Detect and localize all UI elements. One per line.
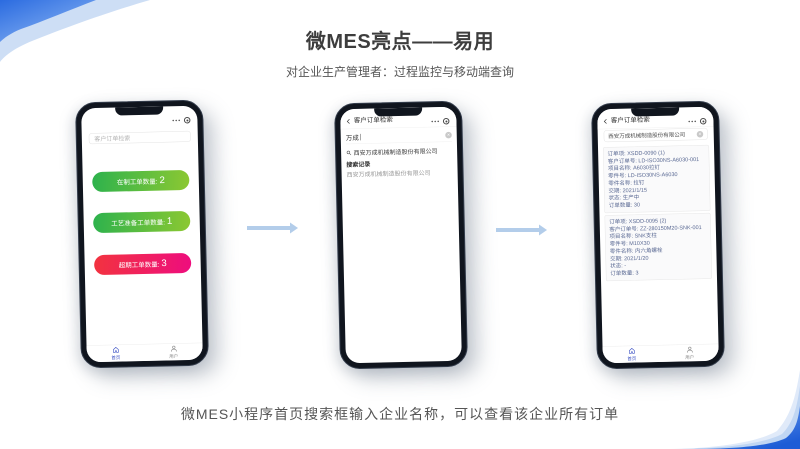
more-icon[interactable]: [688, 120, 696, 123]
capsule-circle-icon[interactable]: [699, 117, 707, 125]
decoration-bottom-right: [664, 370, 800, 449]
page-title: 微MES亮点——易用: [305, 31, 495, 53]
button-label: 工艺准备工单数量:: [111, 218, 166, 227]
search-suggestion[interactable]: 西安万成机械制造股份有限公司: [346, 145, 452, 158]
overdue-orders-button[interactable]: 超期工单数量: 3: [93, 252, 192, 276]
tab-home-label: 首页: [627, 356, 637, 362]
button-value: 1: [166, 215, 173, 227]
phone-notch: [115, 106, 164, 116]
search-input[interactable]: 万成 ×: [345, 128, 452, 145]
wechat-capsule[interactable]: [431, 117, 450, 125]
tab-user[interactable]: 用户: [145, 343, 203, 361]
search-value: 西安万成机械制造股份有限公司: [608, 131, 686, 140]
search-history-item[interactable]: 西安万成机械制造股份有限公司: [346, 169, 431, 179]
wechat-capsule[interactable]: [688, 117, 707, 125]
order-field: 订单数量: 30: [608, 201, 641, 209]
search-input[interactable]: 客户订单检索: [88, 130, 191, 145]
text-cursor: [360, 133, 361, 141]
phone-mockup-search: 客户订单检索 万成 × 西安万成机械制造股份有限公司 搜索记录 西安万成机械制造…: [333, 100, 469, 370]
tab-home[interactable]: 首页: [87, 344, 145, 362]
process-prep-orders-button[interactable]: 工艺准备工单数量: 1: [93, 210, 191, 234]
suggestion-text: 西安万成机械制造股份有限公司: [353, 147, 438, 157]
order-card[interactable]: 订单项: XSDD-0090 (1) 客户订单号: LD-ISO30NS-A60…: [602, 144, 711, 214]
clear-icon[interactable]: ×: [445, 131, 452, 139]
search-history-title: 搜索记录: [346, 160, 371, 169]
search-value: 万成: [345, 133, 359, 142]
page-subtitle: 对企业生产管理者：过程监控与移动端查询: [285, 65, 514, 79]
user-icon: [170, 345, 177, 352]
more-icon[interactable]: [172, 119, 180, 122]
decoration-top-left: [0, 0, 150, 62]
tab-home-label: 首页: [111, 355, 121, 361]
tab-bar: 首页 用户: [602, 343, 719, 364]
search-placeholder: 客户订单检索: [94, 134, 131, 143]
user-icon: [686, 346, 693, 353]
phone-notch: [631, 107, 680, 117]
phone-mockup-orders: 客户订单检索 西安万成机械制造股份有限公司 × 订单项: XSDD-0090 (…: [590, 100, 726, 370]
phone-mockup-home: 客户订单检索 在制工单数量: 2 工艺准备工单数量: 1 超期工单数量: 3: [74, 99, 210, 369]
button-label: 在制工单数量:: [116, 177, 158, 186]
back-icon[interactable]: [602, 118, 609, 125]
tab-user-label: 用户: [685, 354, 695, 360]
arrow-icon: [496, 224, 547, 236]
home-icon: [112, 347, 119, 353]
button-value: 3: [161, 257, 167, 269]
clear-icon[interactable]: ×: [696, 130, 704, 138]
button-value: 2: [159, 174, 165, 186]
wechat-capsule[interactable]: [172, 116, 191, 124]
nav-bar: 客户订单检索: [597, 106, 714, 130]
nav-bar: 客户订单检索: [340, 106, 457, 130]
phone-screen: 客户订单检索 在制工单数量: 2 工艺准备工单数量: 1 超期工单数量: 3: [81, 105, 203, 363]
phone-notch: [374, 107, 423, 117]
in-process-orders-button[interactable]: 在制工单数量: 2: [92, 169, 190, 193]
capsule-circle-icon[interactable]: [183, 116, 191, 124]
order-field: 订单数量: 3: [610, 269, 639, 277]
tab-bar: 首页 用户: [86, 342, 203, 363]
button-label: 超期工单数量:: [118, 260, 160, 269]
arrow-icon: [247, 222, 298, 234]
search-icon: [346, 150, 352, 155]
tab-home[interactable]: 首页: [603, 345, 661, 363]
tab-user[interactable]: 用户: [661, 344, 719, 362]
phone-screen: 客户订单检索 西安万成机械制造股份有限公司 × 订单项: XSDD-0090 (…: [597, 106, 719, 364]
order-card[interactable]: 订单项: XSDD-0095 (2) 客户订单号: ZZ-280150M20-S…: [604, 212, 713, 282]
home-icon: [628, 348, 635, 354]
page-caption: 微MES小程序首页搜索框输入企业名称，可以查看该企业所有订单: [180, 406, 620, 422]
capsule-circle-icon[interactable]: [442, 117, 450, 125]
phone-screen: 客户订单检索 万成 × 西安万成机械制造股份有限公司 搜索记录 西安万成机械制造…: [340, 106, 462, 364]
more-icon[interactable]: [431, 120, 439, 123]
search-input[interactable]: 西安万成机械制造股份有限公司 ×: [603, 127, 708, 143]
tab-user-label: 用户: [169, 353, 179, 359]
back-icon[interactable]: [345, 118, 352, 125]
